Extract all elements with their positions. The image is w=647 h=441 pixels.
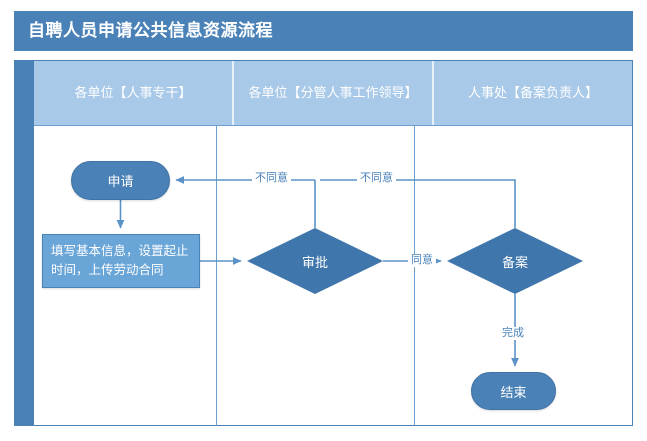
node-end-label: 结束	[500, 384, 527, 400]
node-fill-form-label: 填写基本信息，设置起止时间，上传劳动合同	[51, 244, 189, 277]
diamond-shape-record	[447, 228, 583, 294]
lane-header-row: 各单位【人事专干】 各单位【分管人事工作领导】 人事处【备案负责人】	[34, 61, 632, 125]
node-end[interactable]: 结束	[471, 372, 556, 410]
swimlane-left-bar	[14, 60, 34, 426]
lane-header-label-0: 各单位【人事专干】	[74, 85, 192, 100]
lane-divider-2	[414, 125, 415, 426]
node-review[interactable]: 审批	[247, 228, 383, 294]
node-record[interactable]: 备案	[447, 228, 583, 294]
node-apply[interactable]: 申请	[71, 161, 170, 200]
title-bar: 自聘人员申请公共信息资源流程	[14, 11, 633, 51]
node-record-label: 备案	[501, 254, 528, 270]
lane-header-label-1: 各单位【分管人事工作领导】	[248, 85, 418, 100]
edge-label-disagree-1: 不同意	[252, 172, 291, 185]
node-fill-form[interactable]: 填写基本信息，设置起止时间，上传劳动合同	[42, 234, 200, 288]
lane-divider-1	[216, 125, 217, 426]
edge-label-disagree-2: 不同意	[357, 172, 396, 185]
edge-label-agree: 同意	[408, 254, 436, 267]
lane-header-divider	[34, 125, 632, 126]
diamond-shape-review	[247, 228, 383, 294]
lane-header-label-2: 人事处【备案负责人】	[467, 85, 598, 100]
node-review-label: 审批	[301, 254, 328, 270]
lane-header-1: 各单位【分管人事工作领导】	[232, 61, 432, 125]
node-apply-label: 申请	[107, 174, 134, 189]
edge-label-done: 完成	[499, 327, 527, 340]
lane-header-0: 各单位【人事专干】	[34, 61, 232, 125]
lane-header-2: 人事处【备案负责人】	[432, 61, 632, 125]
page-title: 自聘人员申请公共信息资源流程	[28, 21, 273, 40]
